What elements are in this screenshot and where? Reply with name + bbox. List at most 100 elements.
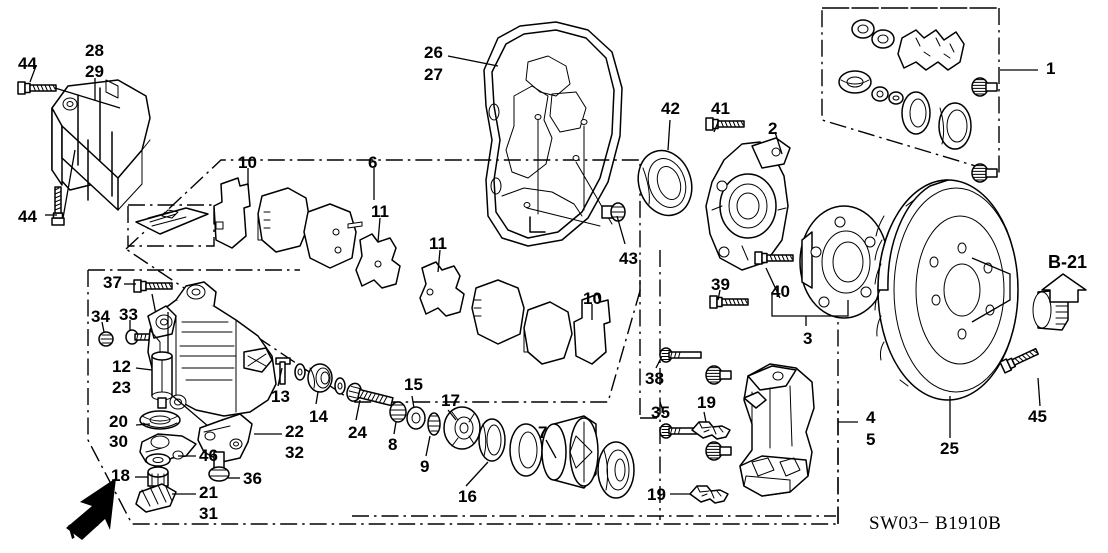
callout-44-upper: 44 [18,54,37,73]
leader-44-lower-to-shield [62,149,76,219]
callout-32: 32 [285,443,304,462]
diagram-code: SW03− B1910B [869,513,1002,534]
callout-20: 20 [109,412,128,431]
callout-3: 3 [803,329,813,348]
callout-42: 42 [661,99,680,118]
callout-11-b: 11 [429,234,447,253]
callout-43: 43 [619,249,638,268]
part-dust-boot [597,441,635,499]
leader-38 [655,355,663,369]
leader-45 [1037,377,1041,407]
part-flange-bolt-41 [705,117,745,131]
callout-15: 15 [404,375,423,394]
leader-39 [717,289,721,301]
part-banjo-bolt-37 [133,279,173,293]
part-oil-seal [637,149,693,217]
callout-30: 30 [109,432,128,451]
callout-16: 16 [458,487,477,506]
part-instruction-sheet [135,207,209,235]
part-brake-rotor [874,179,1019,401]
leader-42 [667,119,671,151]
part-front-hub [799,205,889,319]
part-piston-cup-17 [443,406,481,450]
leader-7 [545,439,557,459]
callout-28: 28 [85,41,104,60]
part-thrust-washer-15 [406,406,426,430]
part-shield-bolt-upper [17,81,57,95]
part-pad-clip-19b [689,485,729,504]
part-adjusting-bolt-14 [307,363,333,393]
part-shim-10b [573,293,611,365]
leader-2 [774,131,783,155]
callout-17: 17 [441,391,460,410]
leader-13 [277,367,283,387]
part-cap-nut [147,466,169,487]
callout-36: 36 [243,469,262,488]
callout-21: 21 [199,483,218,502]
callout-5: 5 [866,430,876,449]
leader-8 [393,421,397,435]
part-seal-kit-contents [838,19,998,183]
callout-41: 41 [711,99,730,118]
part-bellows-35 [705,441,732,461]
part-shim-11b [419,261,465,317]
callout-11-a: 11 [371,202,389,221]
part-shim-10a [213,177,251,249]
leader-14 [315,391,319,405]
part-washer-9 [427,412,441,436]
part-adjusting-screw-24 [346,382,394,407]
callout-23: 23 [112,378,131,397]
part-return-spring [135,483,177,513]
callout-18: 18 [111,466,130,485]
part-splash-guard-screw [601,202,626,222]
callout-37: 37 [103,273,122,292]
part-spring-washer-8 [389,401,407,423]
callout-10-b: 10 [583,289,602,308]
part-bracket-bolt-36 [208,451,230,482]
leader-26-27 [447,55,499,67]
part-pad-c [471,279,525,345]
callout-6: 6 [368,153,378,172]
leader-11b [437,249,441,273]
callout-39: 39 [711,275,730,294]
part-caliper-bracket [739,363,815,497]
leader-17 [447,409,457,421]
direction-arrow-fr [66,478,116,540]
callout-4: 4 [866,408,876,427]
callout-26: 26 [424,43,443,62]
callout-19-b: 19 [647,485,666,504]
callout-25: 25 [940,439,959,458]
callout-2: 2 [768,119,778,138]
callout-13: 13 [271,387,290,406]
callout-35: 35 [651,403,670,422]
leader-24 [355,399,361,421]
part-bellows-38 [705,365,732,385]
callout-40: 40 [771,282,790,301]
part-retainer-pin-13 [275,357,291,385]
callout-19-a: 19 [697,393,716,412]
leader-11a [377,217,381,243]
leader-12-23 [135,367,153,371]
part-shield-bolt-lower [51,186,65,226]
callout-44-lower: 44 [18,207,37,226]
part-pad-b [303,203,357,269]
part-bleeder-cap-34 [98,331,114,347]
part-cam-pin [151,351,173,409]
part-seal-ring-16 [478,418,506,462]
leader-35 [659,401,665,415]
part-splash-guard [483,21,623,247]
part-seal-ring-large [509,423,543,477]
callout-1: 1 [1046,59,1056,78]
part-knuckle-bolt-39 [709,295,749,309]
callout-45: 45 [1028,407,1047,426]
callout-46: 46 [199,446,218,465]
leader-9 [425,435,431,457]
callout-31: 31 [199,504,218,523]
leader-20-30 [135,423,151,426]
part-caliper-piston [541,415,599,489]
panel-instruction-sheet [127,204,215,247]
callout-9: 9 [420,457,430,476]
callout-8: 8 [388,435,398,454]
